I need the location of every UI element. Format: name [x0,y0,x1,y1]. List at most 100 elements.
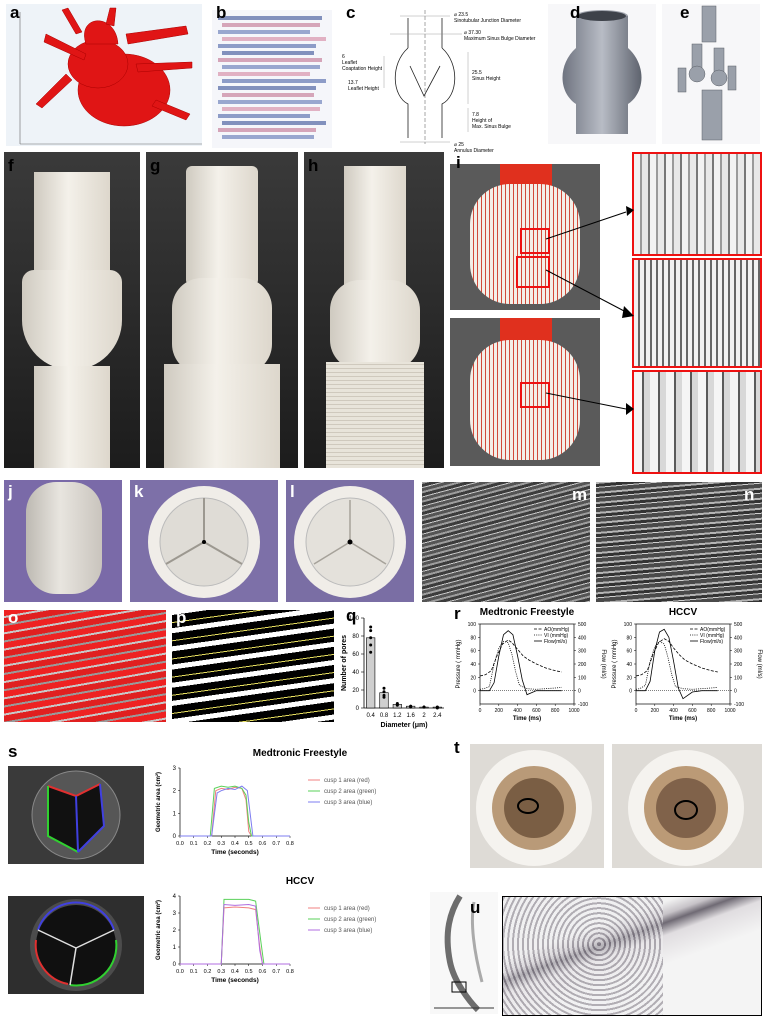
heart-3d-model [19,7,202,145]
y2-tick-label: 500 [734,622,743,628]
conduit-sinus-bulge [22,270,122,370]
x-tick-label: 600 [532,708,541,714]
legend-label: VI (mmHg) [700,633,725,639]
y2-tick-label: 300 [578,649,587,655]
x-axis-label: Time (ms) [513,716,541,722]
x-tick-label: 0.8 [380,713,389,719]
mesh-stripe [218,100,322,104]
zoom-image-2 [632,258,762,368]
panel-label-b: b [216,3,227,22]
legend-label: cusp 2 area (green) [324,789,376,795]
x-tick-label: 0.7 [272,841,280,847]
x-tick-label: 0.3 [217,969,225,975]
data-point [369,643,373,647]
panel-label-n: n [744,485,755,504]
knitted-conduit-lower [326,362,424,468]
panel-e [662,4,760,144]
y2-tick-label: 0 [734,689,737,695]
y-tick-label: 4 [173,894,177,900]
panel-label-a: a [10,3,20,22]
valve-explant-2 [628,750,744,866]
panel-a [6,4,202,146]
x-tick-label: 0.0 [176,841,184,847]
y-tick-label: 20 [626,675,632,681]
valve-explant-1 [476,750,592,866]
data-point [382,686,386,690]
mesh-stripe [218,86,316,90]
x-tick-label: 0.5 [245,841,253,847]
x-tick-label: 2.4 [433,713,442,719]
y-tick-label: 3 [173,911,177,917]
x-tick-label: 800 [707,708,716,714]
panel-u-histology-overview [430,892,498,1014]
series-line [180,785,290,837]
y-tick-label: 2 [173,789,177,795]
mould-assembly-exploded [677,5,737,141]
y2-tick-label: -100 [578,702,588,708]
y-axis-label: Pressure ( mmHg) [612,639,618,688]
panel-o-pore-overlay [4,610,166,722]
knitted-conduit-upper [344,166,406,286]
knit-sample-top [450,164,600,310]
x-tick-label: 0.4 [231,841,239,847]
panel-label-c: c [346,3,356,22]
x-tick-label: 1000 [568,708,579,714]
y2-tick-label: 200 [734,662,743,668]
y-tick-label: 40 [470,662,476,668]
panel-n-sem [596,482,762,602]
panel-l [286,480,414,602]
mesh-stripe [218,114,310,118]
legend-label: AO(mmHg) [700,627,726,633]
y-tick-label: 60 [626,649,632,655]
y2-tick-label: 400 [578,635,587,641]
y-tick-label: 80 [626,635,632,641]
panel-label-j: j [8,482,13,501]
x-tick-label: 1000 [724,708,735,714]
cusp-tracing-hccv [30,899,122,991]
mesh-stripe [222,79,326,83]
series-line [479,639,562,677]
panel-label-e: e [680,3,690,22]
x-tick-label: 0.8 [286,841,294,847]
y2-tick-label: 200 [578,662,587,668]
x-tick-label: 2 [422,713,426,719]
panel-t-photo-2 [612,744,762,868]
y-axis-label: Geometric area (cm²) [155,772,162,832]
zoom-box-1 [520,228,550,254]
series-line [180,898,290,965]
y-tick-label: 0 [629,689,632,695]
legend-label: cusp 3 area (blue) [324,928,372,934]
chart-title: Medtronic Freestyle [480,607,575,618]
chart-title: Medtronic Freestyle [253,748,348,759]
x-tick-label: 600 [688,708,697,714]
panel-label-u: u [470,898,481,917]
y2-tick-label: 500 [578,622,587,628]
y2-tick-label: 0 [578,689,581,695]
y2-tick-label: -100 [734,702,744,708]
bar [366,637,376,709]
x-tick-label: 0.6 [259,969,267,975]
y2-axis-label: Flow (ml/s) [756,649,762,678]
panel-label-o: o [8,608,19,627]
x-tick-label: 0.2 [204,841,212,847]
panel-label-s: s [8,742,18,761]
valve-top-view-open [148,486,260,598]
y-tick-label: 0 [173,962,177,968]
leaflet-mesh-stripes [218,16,326,139]
panel-d [548,4,656,144]
series-line [180,785,290,837]
panel-f [4,152,140,468]
series-line [479,640,562,690]
x-tick-label: 200 [651,708,660,714]
x-axis-label: Time (seconds) [211,977,259,984]
panel-s-valve-image-1 [8,766,144,864]
conduit-mould-top [34,172,110,272]
y-tick-label: 40 [352,670,359,676]
